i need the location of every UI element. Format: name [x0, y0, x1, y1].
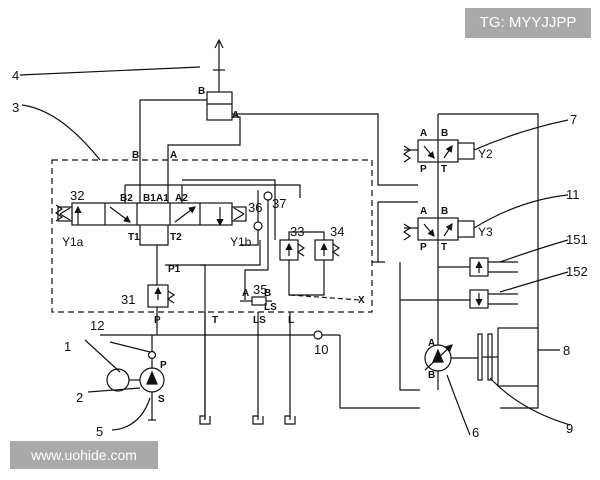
callout-152: 152: [566, 264, 588, 279]
label-t2: T2: [170, 232, 182, 243]
label-y3-t: T: [441, 242, 447, 253]
label-block-b: B: [132, 150, 139, 161]
label-b2: B2: [120, 193, 133, 204]
callout-35: 35: [253, 282, 267, 297]
directional-valve: [54, 202, 247, 227]
label-y3-b: B: [441, 206, 448, 217]
callout-33: 33: [290, 224, 304, 239]
label-t-port: T: [212, 315, 218, 326]
label-cyl-b: B: [198, 86, 205, 97]
callout-7: 7: [570, 112, 577, 127]
label-t1: T1: [128, 232, 140, 243]
callout-9: 9: [566, 421, 573, 436]
label-x: X: [358, 295, 365, 306]
cylinder: [206, 38, 233, 121]
label-35-c: LS: [264, 302, 277, 313]
label-y3-p: P: [420, 242, 427, 253]
watermark-bottom: www.uohide.com: [10, 441, 158, 469]
label-l-port: L: [288, 315, 294, 326]
label-a2: A2: [175, 193, 188, 204]
label-y1a: Y1a: [62, 235, 84, 249]
label-block-a: A: [170, 150, 177, 161]
motor: [106, 368, 130, 392]
label-pump-s: S: [158, 394, 165, 405]
label-35-b: B: [264, 288, 271, 299]
watermark-top: TG: MYYJJPP: [465, 8, 591, 38]
coupling: [477, 333, 483, 381]
callout-11: 11: [566, 187, 580, 202]
callout-5: 5: [96, 424, 103, 439]
label-y3-a: A: [420, 206, 427, 217]
callout-8: 8: [563, 343, 570, 358]
main-valve-block: [51, 159, 373, 313]
label-motor-b: B: [428, 370, 435, 381]
label-y2-b: B: [441, 128, 448, 139]
callout-4: 4: [12, 68, 19, 83]
callout-31: 31: [121, 292, 135, 307]
label-motor-a: A: [428, 338, 435, 349]
label-cyl-a: A: [232, 110, 239, 121]
label-p-port: P: [154, 315, 161, 326]
callout-6: 6: [472, 425, 479, 440]
callout-12: 12: [90, 318, 104, 333]
callout-10: 10: [314, 342, 328, 357]
label-y2-p: P: [420, 164, 427, 175]
label-y2: Y2: [478, 147, 493, 161]
label-p1: P1: [168, 264, 181, 275]
label-35-a: A: [242, 288, 249, 299]
callout-37: 37: [272, 196, 286, 211]
callout-numbers: 1 2 3 4 5 6 7 8 9 10 11 12 31 32 33 34 3…: [12, 68, 588, 440]
callout-3: 3: [12, 100, 19, 115]
engine: [497, 327, 539, 387]
label-pump-p: P: [160, 360, 167, 371]
callout-1: 1: [64, 339, 71, 354]
label-y2-a: A: [420, 128, 427, 139]
label-b1: B1: [143, 193, 156, 204]
label-a1: A1: [156, 193, 169, 204]
callout-2: 2: [76, 390, 83, 405]
callout-34: 34: [330, 224, 344, 239]
callout-32: 32: [70, 188, 84, 203]
label-y3: Y3: [478, 225, 493, 239]
callout-151: 151: [566, 232, 588, 247]
label-y1b: Y1b: [230, 235, 252, 249]
port-labels: B A B A B2 B1 A1 A2 T1 T2 P1 Y1a Y1b P T…: [62, 86, 493, 405]
callout-36: 36: [248, 200, 262, 215]
label-ls-port: LS: [253, 315, 266, 326]
label-y2-t: T: [441, 164, 447, 175]
